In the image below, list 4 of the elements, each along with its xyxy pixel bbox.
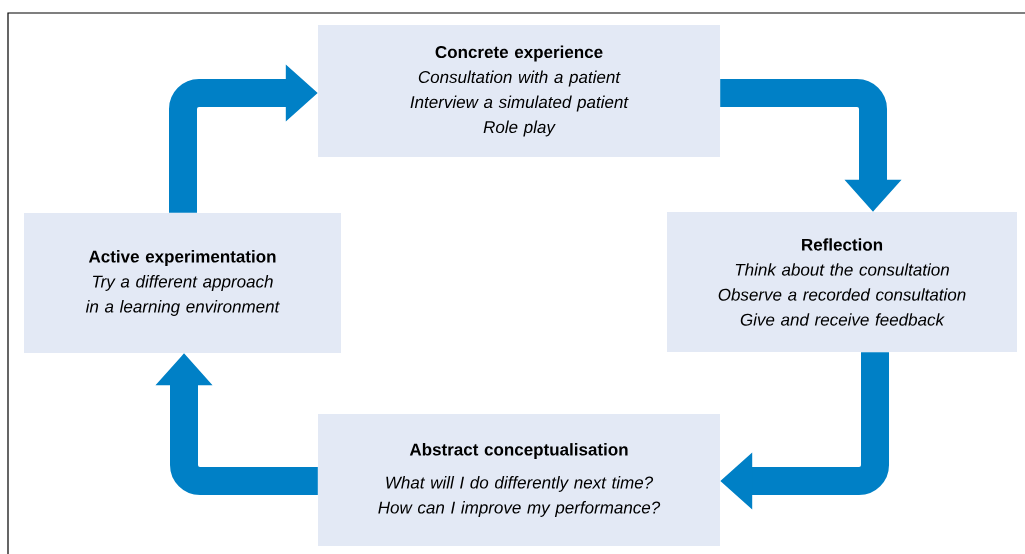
process-box: Concrete experience Consultation with a patient Interview a simulated patient Role play <box>318 25 720 157</box>
process-box: Reflection Think about the consultation Observe a recorded consultation Give and receive feedback <box>667 212 1017 352</box>
process-box: Abstract conceptualisation What will I do differently next time? How can I improve my performance? <box>318 414 720 546</box>
process-box: Active experimentation Try a different approach in a learning environment <box>24 213 341 353</box>
